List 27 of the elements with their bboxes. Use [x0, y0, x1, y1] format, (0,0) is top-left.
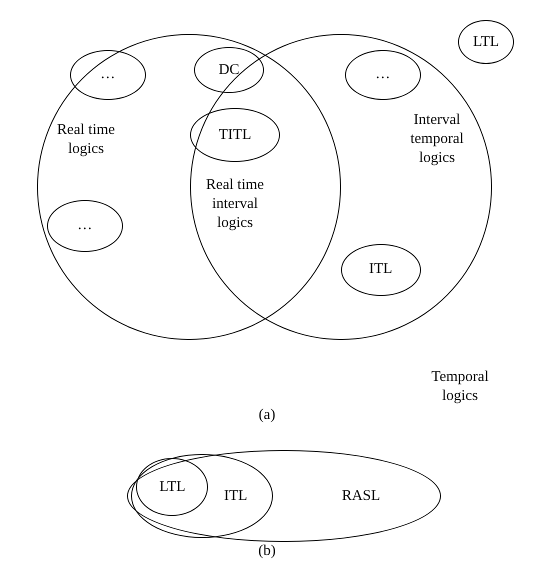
set-label: LTL [472, 32, 500, 52]
set-ellipse [136, 458, 208, 516]
set-label: … [375, 65, 390, 84]
set-label: DC [218, 60, 240, 80]
set-ellipse [46, 200, 123, 252]
set-ellipse [70, 50, 146, 100]
set-label: Interval temporal logics [409, 111, 465, 168]
set-label: ITL [223, 486, 248, 506]
text-label: (b) [257, 542, 277, 561]
text-label: Temporal logics [430, 368, 490, 406]
set-ellipse [190, 108, 280, 162]
set-ellipse [194, 47, 264, 93]
text-label: Real time interval logics [205, 176, 265, 232]
set-label: LTL [159, 478, 186, 497]
set-ellipse [130, 454, 273, 538]
set-label: ITL [369, 260, 392, 280]
set-label: RASL [340, 487, 382, 506]
set-ellipse [458, 20, 514, 64]
set-label: … [100, 65, 116, 84]
text-label: (a) [258, 406, 276, 425]
set-label: TITL [218, 126, 252, 144]
set-ellipse [37, 34, 341, 340]
set-label: Real time logics [56, 121, 116, 158]
set-ellipse [340, 244, 421, 296]
set-ellipse [344, 50, 421, 100]
set-ellipse [127, 450, 441, 542]
set-label: … [77, 216, 92, 236]
